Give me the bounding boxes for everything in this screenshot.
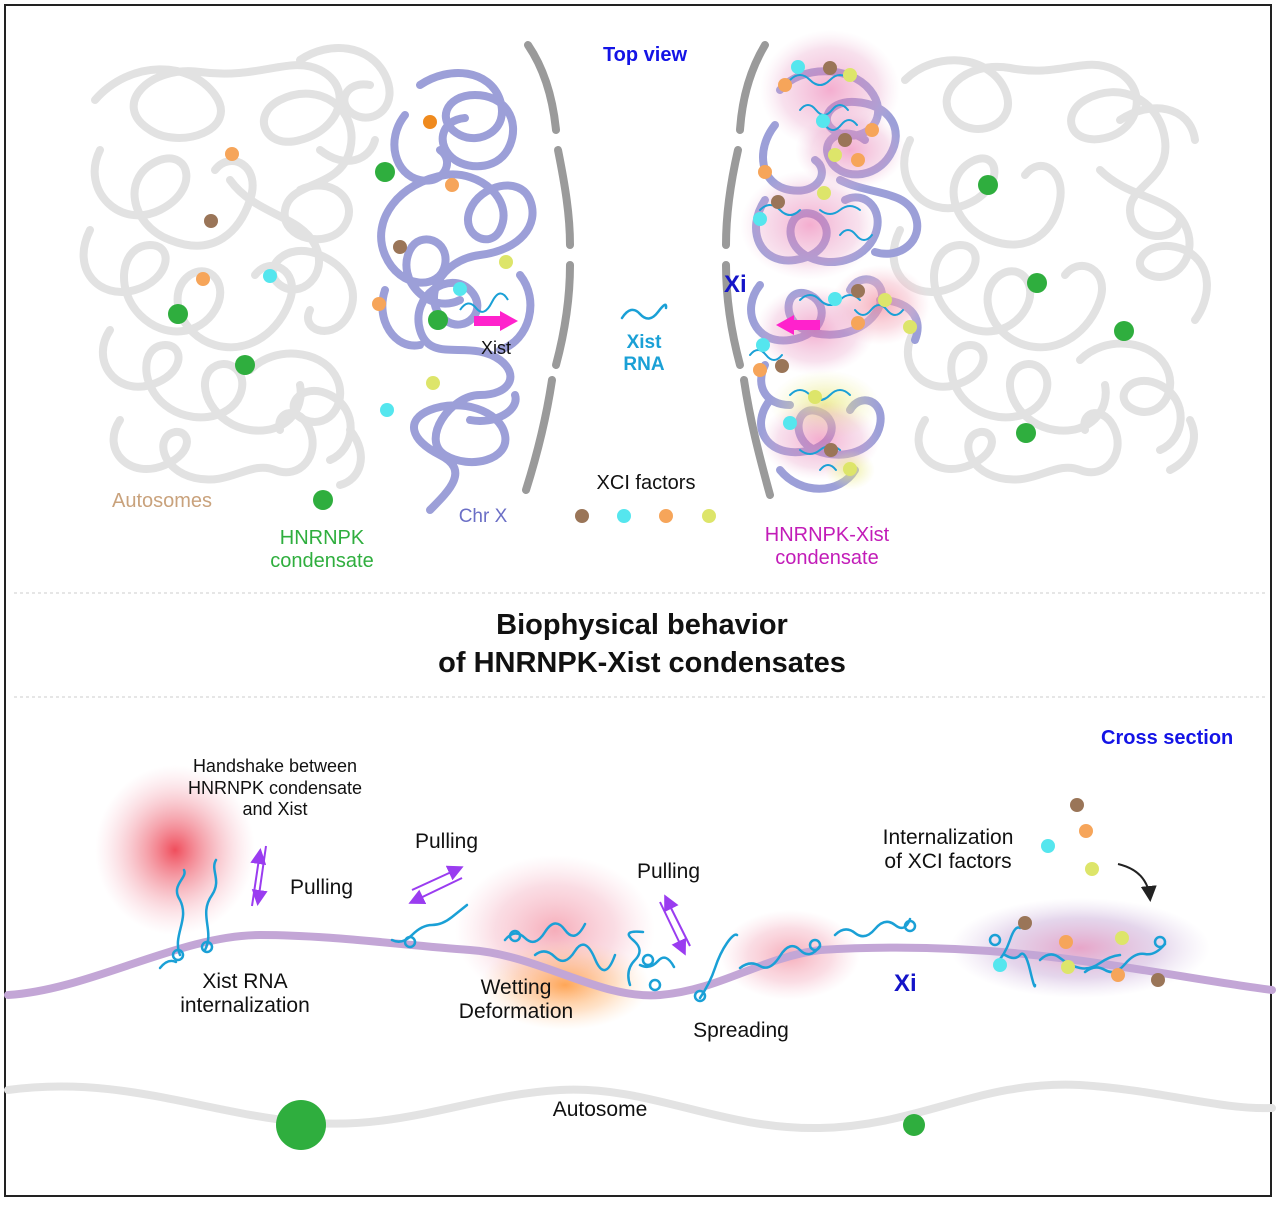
handshake-label: Handshake between HNRNPK condensate and … bbox=[187, 756, 363, 820]
nuclear-envelope-right bbox=[722, 41, 774, 499]
xist-rna-label: Xist RNA bbox=[623, 332, 665, 375]
figure-title: Biophysical behavior of HNRNPK-Xist cond… bbox=[438, 609, 846, 679]
pulling-label-3: Pulling bbox=[637, 860, 700, 884]
hnrnpk-xist-condensate-glows bbox=[740, 30, 930, 490]
xist-rna-legend-icon bbox=[620, 303, 668, 320]
spreading-label: Spreading bbox=[693, 1019, 789, 1042]
figure-frame bbox=[4, 4, 1272, 1197]
cross-section-heading: Cross section bbox=[1101, 727, 1234, 749]
autosome-line bbox=[4, 1080, 1276, 1133]
autosomes-left bbox=[79, 44, 394, 489]
pulling-label-2-text: Pulling bbox=[415, 830, 479, 853]
pulling-arrow-3-icon bbox=[659, 894, 691, 956]
pulling-label-3-text: Pulling bbox=[637, 860, 701, 883]
xi-label-top: Xi bbox=[724, 271, 747, 298]
nuclear-envelope-left bbox=[522, 41, 574, 494]
pulling-label-1-text: Pulling bbox=[290, 876, 354, 899]
xist-gene-arrow-left-icon bbox=[459, 292, 518, 331]
xist-gene-arrow-right-icon bbox=[776, 315, 820, 335]
autosomes-label: Autosomes bbox=[112, 490, 213, 512]
chr-x-label: Chr X bbox=[458, 506, 508, 527]
xist-rna-internalization-label: Xist RNA internalization bbox=[180, 970, 310, 1018]
pulling-label-2: Pulling bbox=[415, 830, 478, 854]
xci-factors-cross-section bbox=[993, 798, 1165, 987]
xci-factors-label: XCI factors bbox=[596, 472, 696, 494]
autosome-label: Autosome bbox=[552, 1098, 648, 1121]
internalization-xci-label: Internalization of XCI factors bbox=[882, 826, 1014, 874]
xi-label-cross: Xi bbox=[894, 970, 917, 997]
top-view-heading: Top view bbox=[602, 44, 688, 66]
xci-factors-top-left bbox=[196, 115, 513, 417]
wetting-deformation-label: Wetting Deformation bbox=[458, 976, 574, 1024]
hnrnpk-condensate-label: HNRNPK condensate bbox=[270, 527, 374, 572]
hnrnpk-condensates-top bbox=[168, 162, 1134, 510]
hnrnpk-xist-condensate-label: HNRNPK-Xist condensate bbox=[764, 524, 890, 569]
hnrnpk-condensate-large bbox=[276, 1100, 326, 1150]
pulling-arrow-2-icon bbox=[408, 865, 464, 905]
internalization-arrow-icon bbox=[1117, 863, 1157, 902]
xist-rna-cross-section bbox=[158, 858, 1167, 1003]
hnrnpk-condensate-small bbox=[903, 1114, 925, 1136]
pulling-label-1: Pulling bbox=[290, 876, 353, 900]
pulling-arrow-1-icon bbox=[250, 845, 268, 907]
xist-gene-label: Xist bbox=[480, 338, 512, 358]
autosomes-right bbox=[889, 56, 1211, 484]
xci-factors-top-right bbox=[753, 60, 917, 476]
xci-factors-legend-icon bbox=[575, 509, 716, 523]
